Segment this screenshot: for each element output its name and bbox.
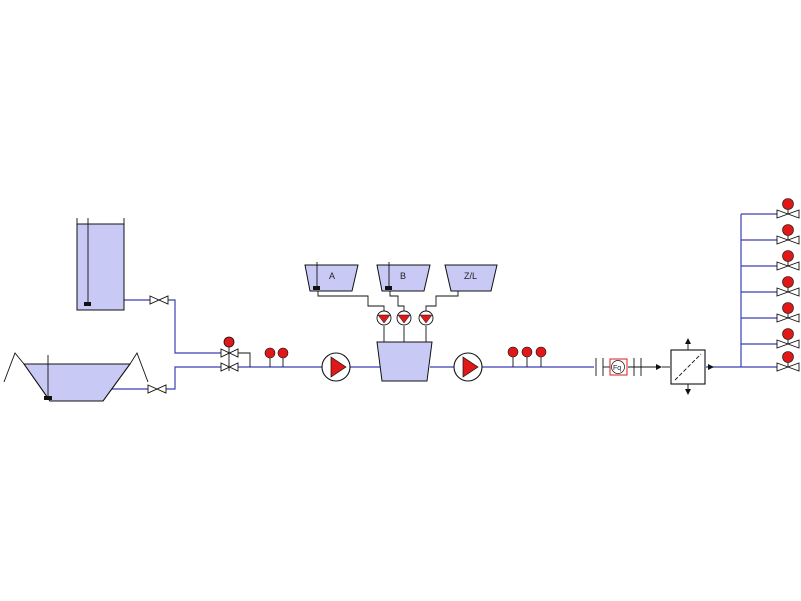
dosing-pump-icon[interactable] (376, 310, 392, 326)
indicator-icon (277, 347, 289, 359)
level-sensor-icon (44, 396, 52, 400)
basin-tank (3, 352, 149, 402)
dosing-tank-a: A (304, 262, 359, 292)
indicator-icon (507, 346, 519, 358)
valve-icon[interactable] (776, 302, 800, 323)
control-valve[interactable] (220, 336, 239, 372)
valve-icon[interactable] (776, 250, 800, 271)
pump-icon[interactable] (453, 352, 483, 382)
dosing-lines (238, 290, 670, 368)
tank-label-a: A (329, 271, 335, 281)
tank-label-zl: Z/L (464, 271, 477, 281)
indicator-icon (521, 346, 533, 358)
dosing-pumps (376, 310, 434, 326)
outlet-valves (776, 198, 800, 372)
storage-tank (76, 218, 125, 311)
line-indicators-2 (507, 346, 547, 358)
mixing-tank (376, 341, 433, 382)
valve-icon[interactable] (147, 384, 167, 394)
line-indicators-1 (264, 347, 289, 359)
valve-icon[interactable] (776, 328, 800, 349)
valve-icon[interactable] (776, 198, 800, 219)
level-sensor-icon (84, 302, 91, 306)
dosing-tank-zl: Z/L (444, 264, 498, 292)
dosing-pump-icon[interactable] (396, 310, 412, 326)
indicator-icon (264, 347, 276, 359)
valve-icon[interactable] (776, 224, 800, 245)
valve-icon[interactable] (149, 295, 169, 305)
valve-icon[interactable] (776, 351, 800, 372)
valve-icon[interactable] (776, 276, 800, 297)
tank-label-b: B (400, 271, 406, 281)
filter-icon[interactable] (670, 338, 714, 395)
flow-meter-icon[interactable]: Fq (595, 358, 662, 376)
pipes (106, 213, 777, 390)
indicator-icon (535, 346, 547, 358)
pump-icon[interactable] (321, 352, 351, 382)
flow-meter-label: Fq (613, 365, 621, 372)
indicator-icon (223, 336, 235, 348)
dosing-tank-b: B (376, 262, 431, 292)
dosing-pump-icon[interactable] (418, 310, 434, 326)
